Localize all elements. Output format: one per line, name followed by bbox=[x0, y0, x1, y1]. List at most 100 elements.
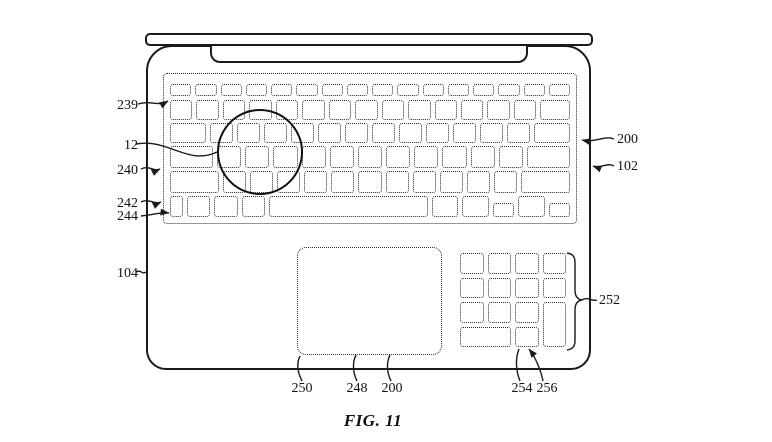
key bbox=[220, 84, 242, 96]
numpad-key bbox=[542, 302, 566, 347]
key bbox=[467, 171, 491, 193]
key bbox=[523, 84, 545, 96]
key bbox=[498, 84, 520, 96]
key bbox=[271, 84, 293, 96]
key bbox=[217, 146, 242, 168]
ref-label-248: 248 bbox=[346, 381, 368, 396]
numpad-key bbox=[542, 253, 566, 274]
numpad-key bbox=[515, 302, 539, 323]
numpad-key bbox=[515, 253, 539, 274]
key bbox=[453, 123, 477, 143]
keyboard-region bbox=[163, 73, 577, 224]
key bbox=[321, 84, 343, 96]
key bbox=[422, 84, 444, 96]
key bbox=[399, 123, 423, 143]
keyboard-row-2 bbox=[170, 100, 570, 120]
key bbox=[186, 196, 211, 217]
ref-label-239: 239 bbox=[117, 98, 138, 113]
key bbox=[513, 100, 537, 120]
key bbox=[331, 171, 355, 193]
key bbox=[381, 100, 405, 120]
key bbox=[245, 146, 270, 168]
key bbox=[460, 100, 484, 120]
key bbox=[540, 100, 570, 120]
key bbox=[222, 171, 246, 193]
numpad-key bbox=[487, 277, 511, 298]
key bbox=[431, 196, 459, 217]
key bbox=[521, 171, 571, 193]
key bbox=[222, 100, 246, 120]
keyboard-row-3 bbox=[170, 123, 570, 143]
key bbox=[372, 84, 394, 96]
ref-label-256: 256 bbox=[536, 381, 558, 396]
key bbox=[263, 123, 287, 143]
numpad-key bbox=[460, 277, 484, 298]
key bbox=[385, 171, 409, 193]
leader-102 bbox=[592, 164, 615, 173]
key bbox=[357, 146, 383, 168]
key bbox=[358, 171, 382, 193]
key bbox=[296, 84, 318, 96]
key bbox=[249, 171, 273, 193]
numpad-key bbox=[460, 302, 484, 323]
ref-label-240: 240 bbox=[117, 163, 138, 178]
key bbox=[447, 84, 469, 96]
ref-label-244: 244 bbox=[117, 209, 138, 224]
key bbox=[276, 171, 301, 193]
keyboard-row-1 bbox=[170, 84, 570, 96]
key bbox=[412, 171, 436, 193]
key bbox=[170, 171, 219, 193]
key bbox=[355, 100, 378, 120]
key bbox=[236, 123, 260, 143]
key bbox=[273, 146, 298, 168]
key bbox=[214, 196, 238, 217]
key bbox=[196, 100, 219, 120]
key bbox=[518, 196, 545, 217]
numpad-region bbox=[460, 253, 566, 347]
figure-caption: FIG. 11 bbox=[343, 411, 403, 430]
key bbox=[302, 100, 325, 120]
key bbox=[426, 123, 450, 143]
numpad-key bbox=[460, 253, 484, 274]
numpad-key bbox=[515, 326, 539, 347]
key bbox=[397, 84, 419, 96]
numpad-key bbox=[460, 326, 511, 347]
key bbox=[386, 146, 411, 168]
key bbox=[170, 196, 183, 217]
keyboard-row-6 bbox=[170, 196, 571, 217]
ref-label-254: 254 bbox=[511, 381, 533, 396]
key bbox=[434, 100, 457, 120]
key bbox=[329, 146, 354, 168]
key bbox=[170, 146, 214, 168]
key bbox=[462, 196, 489, 217]
key bbox=[170, 123, 206, 143]
key bbox=[301, 146, 326, 168]
key bbox=[548, 203, 571, 217]
key bbox=[275, 100, 299, 120]
ref-label-104: 104 bbox=[117, 266, 138, 281]
ref-label-200-right: 200 bbox=[617, 132, 638, 147]
key bbox=[245, 84, 267, 96]
key bbox=[170, 100, 193, 120]
key bbox=[344, 123, 368, 143]
key bbox=[548, 84, 570, 96]
keyboard-row-5 bbox=[170, 171, 571, 193]
ref-label-12: 12 bbox=[124, 138, 138, 153]
key bbox=[269, 196, 428, 217]
key bbox=[526, 146, 570, 168]
ref-label-242: 242 bbox=[117, 196, 138, 211]
key bbox=[414, 146, 439, 168]
trackpad-region bbox=[297, 247, 442, 355]
key bbox=[290, 123, 314, 143]
ref-label-102: 102 bbox=[617, 159, 638, 174]
ref-label-250: 250 bbox=[291, 381, 313, 396]
numpad-key bbox=[515, 277, 539, 298]
key bbox=[328, 100, 352, 120]
key bbox=[507, 123, 531, 143]
key bbox=[249, 100, 272, 120]
key bbox=[304, 171, 328, 193]
key bbox=[209, 123, 233, 143]
key bbox=[439, 171, 464, 193]
key bbox=[195, 84, 217, 96]
